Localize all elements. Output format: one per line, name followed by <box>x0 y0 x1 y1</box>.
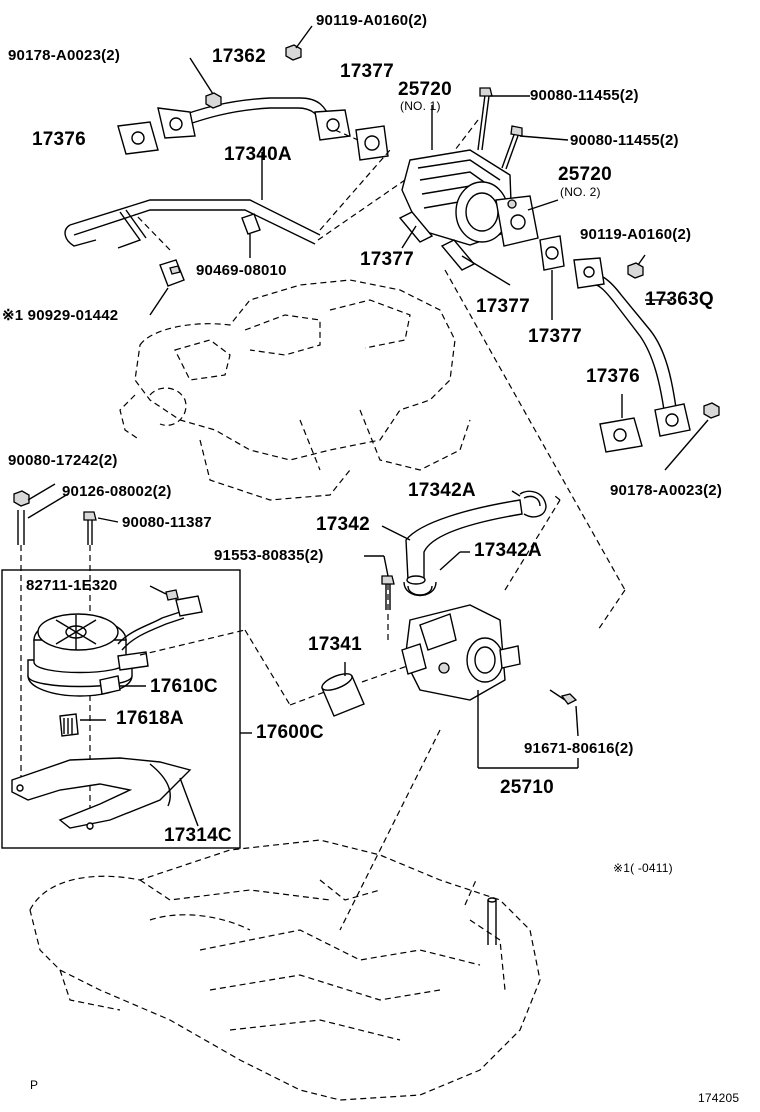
label-25720-no2: 25720 <box>558 164 612 185</box>
label-91671: 91671-80616(2) <box>524 740 634 757</box>
label-17342a-lower: 17342A <box>474 540 542 561</box>
bracket-17314c <box>11 757 192 830</box>
label-90080-11455-a: 90080-11455(2) <box>530 87 639 104</box>
label-17362: 17362 <box>212 46 266 67</box>
dipstick-tube <box>487 897 497 945</box>
label-90080-11455-b: 90080-11455(2) <box>570 132 679 149</box>
clamp-17342a-lower <box>403 581 437 597</box>
label-17376-top: 17376 <box>32 129 86 150</box>
nut-90119-top <box>285 44 302 61</box>
label-17314c: 17314C <box>164 825 232 846</box>
label-82711: 82711-1E320 <box>26 577 118 594</box>
pipe-17362 <box>157 97 351 141</box>
hose-17342 <box>405 499 523 585</box>
label-90178-top: 90178-A0023(2) <box>8 47 121 64</box>
label-17377-top: 17377 <box>340 61 394 82</box>
air-pump-assembly-box <box>1 569 241 849</box>
label-25720-no1: 25720 <box>398 79 452 100</box>
label-17376-right: 17376 <box>586 366 640 387</box>
figure-number: 174205 <box>698 1091 740 1105</box>
clip-90469 <box>241 213 261 235</box>
nut-90119-right <box>627 262 644 279</box>
label-17342a-upper: 17342A <box>408 480 476 501</box>
label-17341: 17341 <box>308 634 362 655</box>
valve-25710 <box>401 604 521 701</box>
gasket-17377-top <box>355 125 389 161</box>
label-90469: 90469-08010 <box>196 262 287 279</box>
nut-90178-top <box>205 92 222 109</box>
label-no1: (NO. 1) <box>400 99 441 113</box>
bolt-91671 <box>549 689 578 705</box>
label-90080-17242: 90080-17242(2) <box>8 452 118 469</box>
label-17377-right: 17377 <box>528 326 582 347</box>
label-17377-left: 17377 <box>360 249 414 270</box>
label-17363q: 17363Q <box>645 289 714 310</box>
gasket-17376-right <box>599 417 643 453</box>
corner-marker: P <box>30 1078 39 1092</box>
bolts-90080-11455 <box>477 87 523 170</box>
valve-25720-no2 <box>495 195 539 247</box>
nut-90178-right <box>703 402 720 419</box>
clamp-17342a-upper <box>519 490 547 518</box>
bolt-91553 <box>381 575 395 610</box>
connector-82711 <box>117 589 203 651</box>
label-90080-11387: 90080-11387 <box>122 514 212 531</box>
hose-17341 <box>321 673 365 717</box>
label-no2: (NO. 2) <box>560 185 601 199</box>
label-17610c: 17610C <box>150 676 218 697</box>
label-17600c: 17600C <box>256 722 324 743</box>
label-90126: 90126-08002(2) <box>62 483 172 500</box>
label-90119-top: 90119-A0160(2) <box>316 12 428 29</box>
hose-17340a <box>64 199 321 249</box>
label-17342: 17342 <box>316 514 370 535</box>
air-pump-17610c <box>27 613 149 697</box>
stud-90080-17242 <box>13 490 30 545</box>
filter-17618a <box>59 713 79 737</box>
pipe-17363q <box>573 257 691 437</box>
label-91553: 91553-80835(2) <box>214 547 324 564</box>
intake-manifold-outline <box>119 279 471 501</box>
label-17377-mid: 17377 <box>476 296 530 317</box>
footnote-1: ※1( -0411) <box>613 861 673 875</box>
gasket-17377-right <box>539 235 565 271</box>
gasket-17376-top <box>117 121 159 155</box>
bolt-90080-11387 <box>83 511 97 545</box>
label-17618a: 17618A <box>116 708 184 729</box>
label-25710: 25710 <box>500 777 554 798</box>
label-90119-right: 90119-A0160(2) <box>580 226 692 243</box>
label-90178-right: 90178-A0023(2) <box>610 482 723 499</box>
label-90929: ※1 90929-01442 <box>2 307 119 324</box>
label-17340a: 17340A <box>224 144 292 165</box>
engine-block-outline <box>29 839 541 1101</box>
clamp-90929 <box>159 259 185 287</box>
